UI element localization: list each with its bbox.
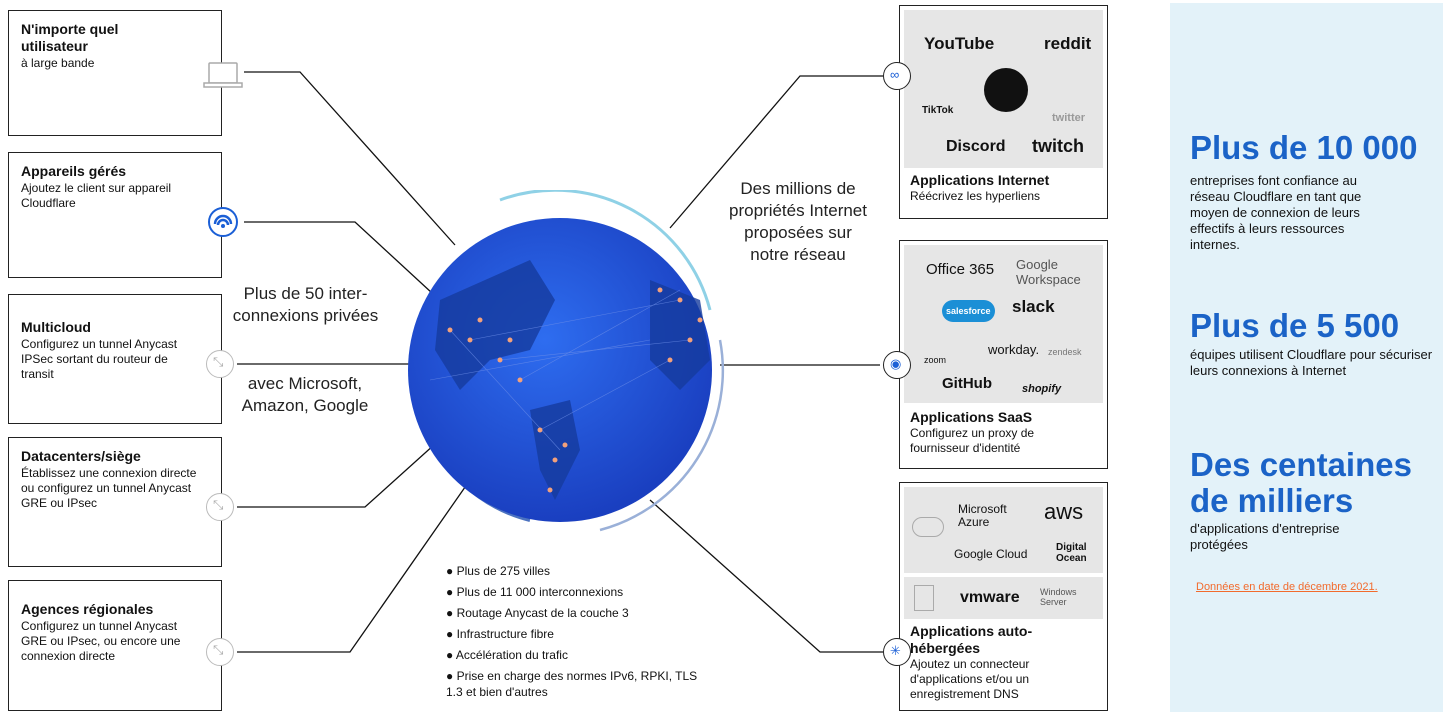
logo-panel: Microsoft Azure aws Google Cloud Digital… — [904, 487, 1103, 573]
interconnect-label: Plus de 50 inter-connexions privées — [232, 284, 379, 325]
stat-text: équipes utilisent Cloudflare pour sécuri… — [1190, 347, 1433, 378]
box-desc: Configurez un proxy de fournisseur d'ide… — [910, 426, 1035, 455]
logo-panel: Office 365 Google Workspace salesforce s… — [904, 245, 1103, 403]
list-item: ● Plus de 11 000 interconnexions — [446, 585, 624, 599]
reddit-logo: reddit — [1044, 34, 1092, 53]
left-box-datacenters: Datacenters/siège Établissez une connexi… — [8, 437, 222, 567]
left-box-branch-offices: Agences régionales Configurez un tunnel … — [8, 580, 222, 711]
arrows-icon: ⤡ — [206, 493, 234, 521]
feature-list: ● Plus de 275 villes ● Plus de 11 000 in… — [446, 561, 726, 700]
stat-value: Des centaines de milliers — [1190, 446, 1412, 519]
box-desc: Établissez une connexion directe ou conf… — [21, 466, 197, 510]
fingerprint-icon: ◉ — [883, 351, 911, 379]
stat-value: Plus de 5 500 — [1190, 307, 1400, 344]
stat-text: entreprises font confiance au réseau Clo… — [1190, 173, 1362, 252]
bullet-text: Routage Anycast de la couche 3 — [456, 606, 629, 620]
zoom-logo: zoom — [924, 355, 947, 365]
zendesk-logo: zendesk — [1048, 347, 1082, 357]
google-cloud-logo: Google Cloud — [954, 547, 1028, 561]
globe-map — [408, 190, 725, 532]
stat-value: Plus de 10 000 — [1190, 129, 1418, 166]
properties-label: Des millions de propriétés Internet prop… — [729, 179, 867, 264]
office365-logo: Office 365 — [926, 261, 995, 278]
list-item: ● Infrastructure fibre — [446, 627, 554, 641]
box-desc: Ajoutez un connecteur d'applications et/… — [910, 657, 1030, 701]
building-icon — [914, 585, 934, 611]
list-item: ● Plus de 275 villes — [446, 564, 550, 578]
tiktok-logo: TikTok — [922, 105, 954, 116]
logo-panel: vmware Windows Server — [904, 577, 1103, 619]
box-title: Appareils gérés — [21, 163, 127, 179]
bullet-text: Plus de 11 000 interconnexions — [456, 585, 624, 599]
stats-panel: Plus de 10 000 entreprises font confianc… — [1170, 3, 1443, 712]
twitter-logo: twitter — [1052, 112, 1085, 124]
windows-server-logo: Windows Server — [1040, 587, 1077, 607]
aws-logo: aws — [1044, 499, 1084, 524]
left-box-multicloud: Multicloud Configurez un tunnel Anycast … — [8, 294, 222, 424]
footnote-link[interactable]: Données en date de décembre 2021. — [1196, 581, 1378, 593]
bullet-text: Plus de 275 villes — [456, 564, 550, 578]
box-desc: Réécrivez les hyperliens — [910, 189, 1041, 203]
bullet-text: Accélération du trafic — [455, 648, 568, 662]
box-title: Applications auto-hébergées — [910, 623, 1033, 656]
vmware-logo: vmware — [960, 589, 1020, 606]
left-box-managed-devices: Appareils gérés Ajoutez le client sur ap… — [8, 152, 222, 278]
discord-logo: Discord — [946, 138, 1006, 155]
list-item: ● Routage Anycast de la couche 3 — [446, 606, 629, 620]
stat-text: d'applications d'entreprise protégées — [1190, 521, 1340, 552]
laptop-icon — [203, 62, 243, 88]
box-title: Datacenters/siège — [21, 448, 141, 464]
azure-logo: Microsoft Azure — [958, 502, 1007, 529]
salesforce-logo: salesforce — [942, 300, 995, 322]
list-item: ● Prise en charge des normes IPv6, RPKI,… — [446, 669, 698, 699]
right-box-self-hosted-apps: Microsoft Azure aws Google Cloud Digital… — [899, 482, 1108, 711]
bullet-text: Infrastructure fibre — [456, 627, 554, 641]
box-desc: Configurez un tunnel Anycast IPSec sorta… — [21, 337, 178, 381]
workday-logo: workday. — [988, 342, 1040, 357]
shopify-logo: shopify — [1022, 383, 1062, 395]
connector-icon: ✳ — [883, 638, 911, 666]
slack-logo: slack — [1012, 297, 1055, 316]
box-desc: Ajoutez le client sur appareil Cloudflar… — [21, 181, 172, 210]
box-desc: Configurez un tunnel Anycast GRE ou IPse… — [21, 619, 181, 663]
link-icon: ∞ — [883, 62, 911, 90]
box-title: Multicloud — [21, 319, 91, 335]
box-title: Applications Internet — [910, 172, 1050, 188]
box-desc: à large bande — [21, 56, 95, 70]
partners-label: avec Microsoft, Amazon, Google — [241, 374, 369, 415]
cloud-icon — [912, 517, 944, 537]
bullet-text: Prise en charge des normes IPv6, RPKI, T… — [446, 669, 698, 699]
arrows-icon: ⤡ — [206, 350, 234, 378]
box-title: Agences régionales — [21, 601, 154, 617]
arrows-icon: ⤡ — [206, 638, 234, 666]
left-box-any-user: N'importe quel utilisateur à large bande — [8, 10, 222, 136]
box-title: N'importe quel utilisateur — [21, 21, 119, 54]
github-logo: GitHub — [942, 375, 992, 392]
youtube-logo: YouTube — [924, 34, 995, 53]
box-title: Applications SaaS — [910, 409, 1033, 425]
twitch-logo: twitch — [1032, 136, 1084, 156]
right-box-saas-apps: Office 365 Google Workspace salesforce s… — [899, 240, 1108, 469]
facebook-logo — [984, 68, 1028, 112]
cloudflare-warp-icon — [208, 207, 238, 237]
list-item: ● Accélération du trafic — [446, 648, 568, 662]
right-box-internet-apps: YouTube reddit TikTok twitter Discord tw… — [899, 5, 1108, 219]
digitalocean-logo: Digital Ocean — [1056, 542, 1087, 564]
logo-panel: YouTube reddit TikTok twitter Discord tw… — [904, 10, 1103, 168]
google-workspace-logo: Google Workspace — [1016, 257, 1081, 287]
